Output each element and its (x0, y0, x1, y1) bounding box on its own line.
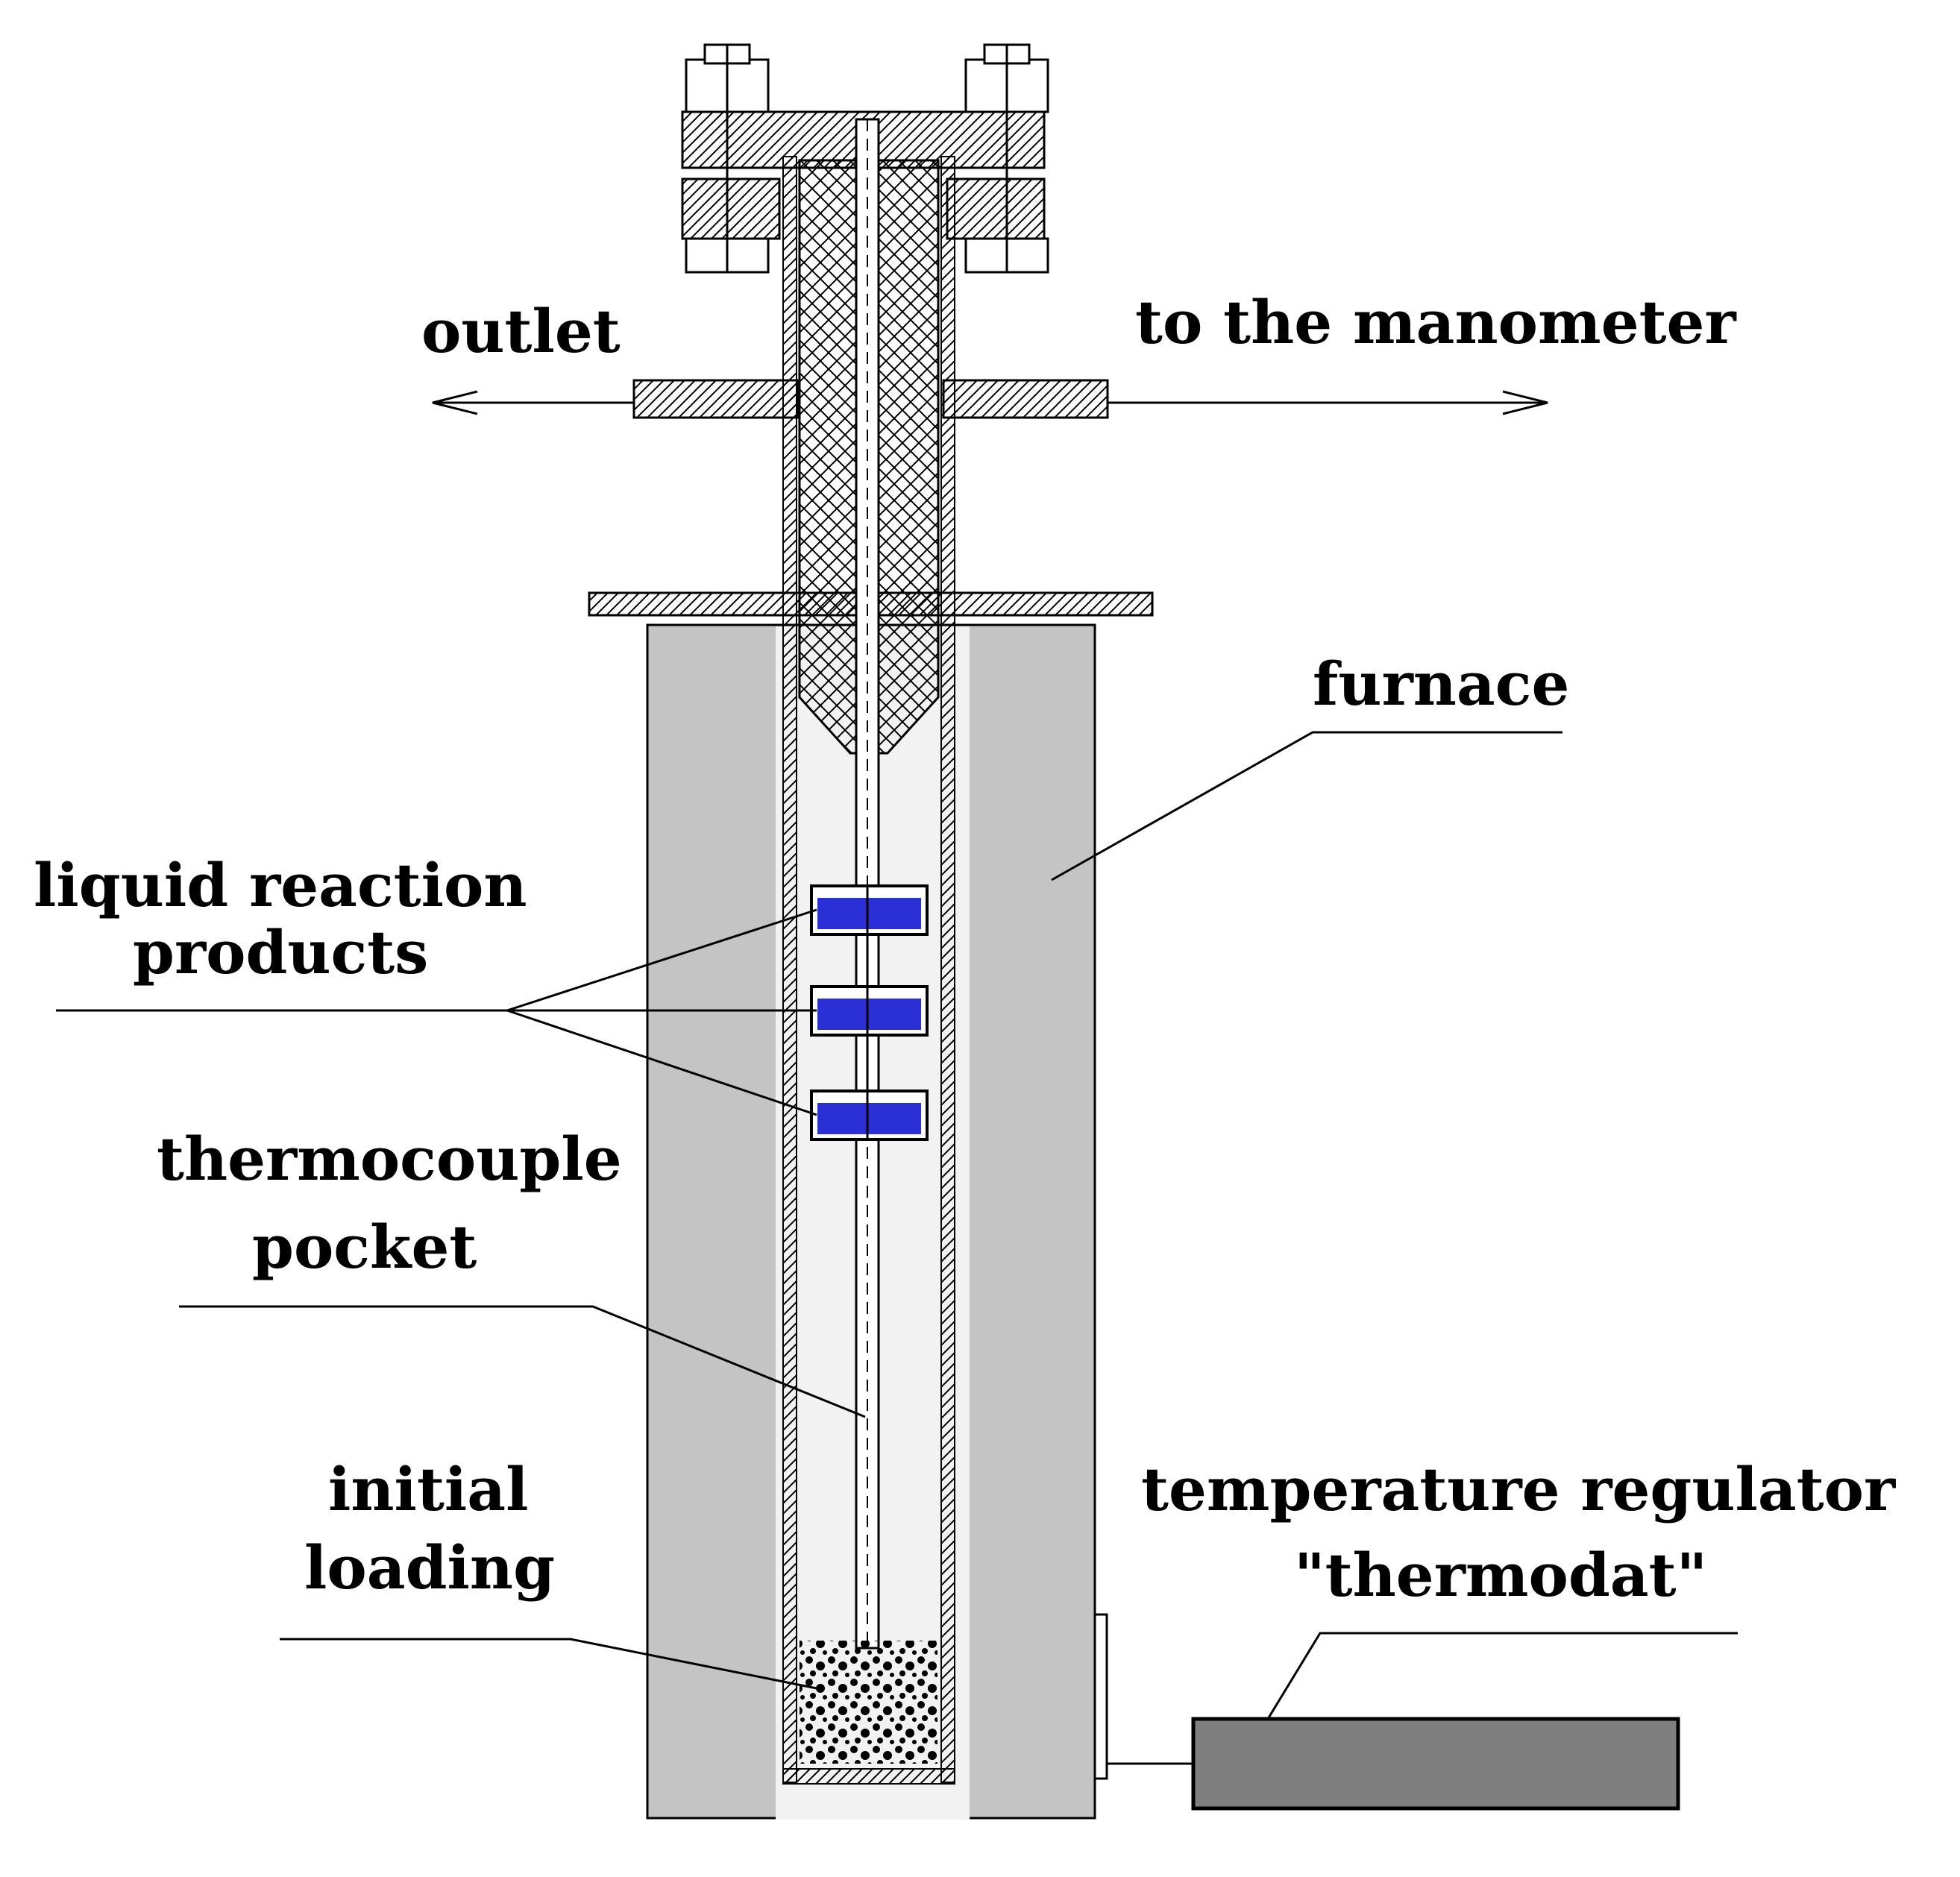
outlet-arrow (432, 390, 634, 415)
liquid-products-label-line1: liquid reaction (34, 850, 527, 920)
initial-loading-label-line2: loading (304, 1532, 555, 1603)
head-flange-lower (946, 177, 1046, 240)
head-flange-lower (681, 177, 781, 240)
liquid-products-label-line2: products (133, 917, 428, 987)
regulator-label-line2: "thermodat" (1294, 1540, 1707, 1610)
reactor-wall-left (782, 156, 797, 1783)
manometer-label: to the manometer (1135, 287, 1736, 357)
initial-loading-leader (280, 1638, 821, 1691)
bolt-left (685, 43, 770, 274)
outlet-label: outlet (421, 296, 621, 366)
regulator-leader (1266, 1632, 1738, 1720)
regulator-connector (1093, 1613, 1108, 1780)
initial-loading-label-line1: initial (328, 1454, 529, 1524)
reactor-bottom (782, 1768, 955, 1785)
furnace-label: furnace (1313, 649, 1569, 719)
furnace-leader (1051, 731, 1562, 881)
liquid-leader (506, 908, 817, 1012)
reactor-wall-right (940, 156, 955, 1783)
outlet-nozzle (632, 379, 800, 419)
initial-loading (800, 1641, 937, 1764)
regulator-label-line1: temperature regulator (1141, 1454, 1896, 1524)
manometer-nozzle (942, 379, 1109, 419)
liquid-cup (810, 985, 929, 1037)
thermocouple-label-line1: thermocouple (157, 1124, 622, 1194)
thermocouple-leader (179, 1305, 866, 1418)
liquid-leader (506, 1009, 817, 1116)
bolt-right (964, 43, 1049, 274)
temperature-regulator-box (1191, 1717, 1680, 1811)
manometer-arrow (1108, 390, 1548, 415)
liquid-cup (810, 884, 929, 936)
thermocouple-label-line2: pocket (252, 1212, 477, 1282)
liquid-cup (810, 1090, 929, 1141)
